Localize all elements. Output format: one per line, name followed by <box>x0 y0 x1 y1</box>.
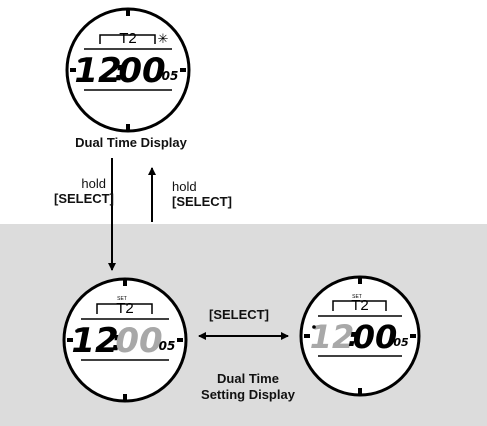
seconds-digits: 05 <box>159 339 176 353</box>
select-text: [SELECT] <box>209 307 269 322</box>
caption-line-2: Setting Display <box>201 387 295 402</box>
watch-dual-time-display: T2 ✳ 12 : 00 05 <box>65 7 191 133</box>
watch-label: T2 <box>116 300 134 317</box>
label-bracket <box>99 34 156 44</box>
tick-3 <box>410 334 416 338</box>
select-text: [SELECT] <box>54 191 114 206</box>
pm-dot <box>78 59 82 63</box>
tick-6 <box>358 388 362 394</box>
hold-text: hold <box>172 179 197 194</box>
tick-12 <box>126 10 130 16</box>
watch-label: T2 <box>351 297 369 314</box>
minute-digits: 00 <box>353 318 398 356</box>
hour-digits: 12 <box>71 321 118 361</box>
minute-digits: 00 <box>118 51 165 91</box>
watch-setting-hour: SET T2 12 : 00 05 <box>62 277 188 403</box>
tick-12 <box>123 280 127 286</box>
label-select-horizontal: [SELECT] <box>209 307 269 322</box>
caption-dual-time-setting-display: Dual Time Setting Display <box>183 371 313 403</box>
tick-12 <box>358 278 362 284</box>
caption-line-1: Dual Time <box>217 371 279 386</box>
label-bracket <box>96 303 153 314</box>
tick-9 <box>304 334 310 338</box>
tick-9 <box>67 338 73 342</box>
hour-digits: 12 <box>310 318 355 356</box>
hold-text: hold <box>81 176 106 191</box>
pm-dot <box>312 325 316 329</box>
tick-3 <box>180 68 186 72</box>
sun-icon: ✳ <box>158 31 169 46</box>
select-text: [SELECT] <box>172 194 232 209</box>
colon: : <box>111 324 122 357</box>
set-indicator: SET <box>117 296 127 302</box>
colon: : <box>348 323 358 353</box>
seconds-digits: 05 <box>393 336 409 349</box>
minute-digits: 00 <box>115 321 162 361</box>
colon: : <box>114 54 125 87</box>
watch-bezel <box>65 7 191 133</box>
caption-dual-time-display: Dual Time Display <box>75 135 187 150</box>
watch-label: T2 <box>119 30 137 47</box>
watch-setting-minute: SET T2 12 : 00 05 <box>299 275 421 397</box>
label-hold-select-down: hold [SELECT] <box>54 176 114 206</box>
tick-3 <box>177 338 183 342</box>
hour-digits: 12 <box>74 51 121 91</box>
watch-bezel <box>62 277 188 403</box>
tick-6 <box>126 124 130 130</box>
set-indicator: SET <box>352 294 362 300</box>
seconds-digits: 05 <box>162 69 179 83</box>
label-hold-select-up: hold [SELECT] <box>172 179 232 209</box>
tick-9 <box>70 68 76 72</box>
tick-6 <box>123 394 127 400</box>
watch-bezel <box>299 275 421 397</box>
label-bracket <box>332 300 387 311</box>
pm-dot <box>75 329 79 333</box>
